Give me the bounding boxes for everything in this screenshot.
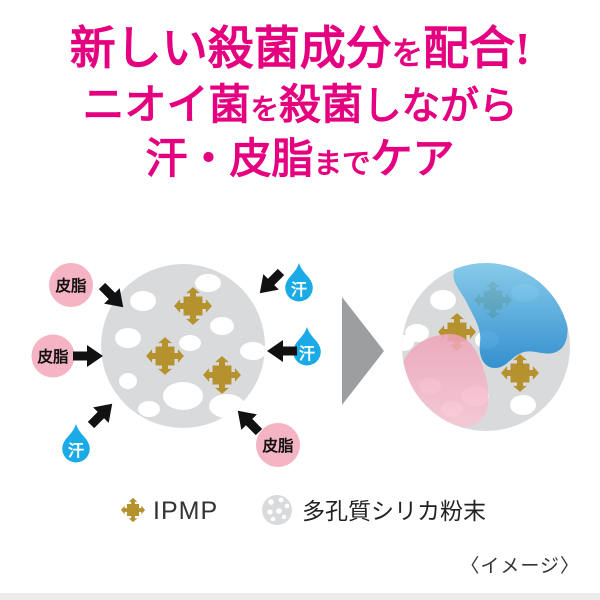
legend: IPMP 多孔質シリカ粉末	[120, 495, 486, 525]
headline-text: 配合!	[422, 23, 531, 74]
sebum-label: 皮脂	[55, 276, 87, 295]
legend-ipmp-label: IPMP	[153, 497, 218, 525]
headline-text: 汗・皮脂	[145, 137, 314, 183]
image-disclaimer: 〈イメージ〉	[460, 556, 580, 577]
headline-text: 殺菌	[279, 83, 364, 129]
sebum-badge-bottom-right: 皮脂	[256, 423, 300, 467]
sebum-badge-top-left: 皮脂	[49, 263, 93, 307]
headline-line-2: ニオイ菌を殺菌しながら	[0, 85, 600, 127]
headline: 新しい殺菌成分を配合! ニオイ菌を殺菌しながら 汗・皮脂までケア	[0, 20, 600, 182]
sebum-label: 皮脂	[262, 436, 294, 455]
arrow-icon	[83, 396, 120, 433]
bottom-strip	[0, 593, 600, 600]
arrow-icon	[252, 264, 289, 301]
arrow-icon	[267, 340, 297, 362]
transition-arrow-icon	[342, 297, 384, 405]
headline-text-small: を	[250, 95, 280, 126]
sweat-label: 汗	[291, 280, 307, 299]
legend-item-ipmp: IPMP	[120, 497, 218, 525]
headline-text: ニオイ菌	[82, 83, 251, 129]
legend-item-silica: 多孔質シリカ粉末	[262, 495, 486, 525]
headline-text: 新しい殺菌成分	[69, 23, 392, 74]
headline-text-small: まで	[313, 149, 371, 180]
sweat-badge-bottom-left: 汗	[62, 424, 90, 463]
headline-text: ケア	[370, 137, 455, 183]
absorbed-sweat-blob	[453, 263, 568, 368]
legend-silica-label: 多孔質シリカ粉末	[302, 498, 486, 524]
sweat-label: 汗	[68, 441, 84, 460]
sebum-circle	[31, 334, 75, 378]
absorption-diagram: 皮脂 皮脂 皮脂 汗 汗 汗	[31, 263, 570, 525]
sebum-circle	[256, 423, 300, 467]
headline-line-3: 汗・皮脂までケア	[0, 139, 600, 181]
sebum-circle	[49, 263, 93, 307]
sweat-badge-top-right: 汗	[285, 263, 313, 302]
sebum-badge-mid-left: 皮脂	[31, 334, 75, 378]
sebum-label: 皮脂	[37, 347, 69, 366]
headline-line-1: 新しい殺菌成分を配合!	[0, 26, 600, 72]
ipmp-legend-icon	[120, 497, 146, 523]
sweat-label: 汗	[299, 344, 315, 363]
silica-legend-pores	[267, 497, 290, 522]
headline-text-small: を	[391, 36, 423, 71]
sweat-badge-mid-right: 汗	[293, 327, 321, 366]
arrow-icon	[73, 345, 103, 367]
headline-text-medium: しながら	[363, 86, 518, 128]
